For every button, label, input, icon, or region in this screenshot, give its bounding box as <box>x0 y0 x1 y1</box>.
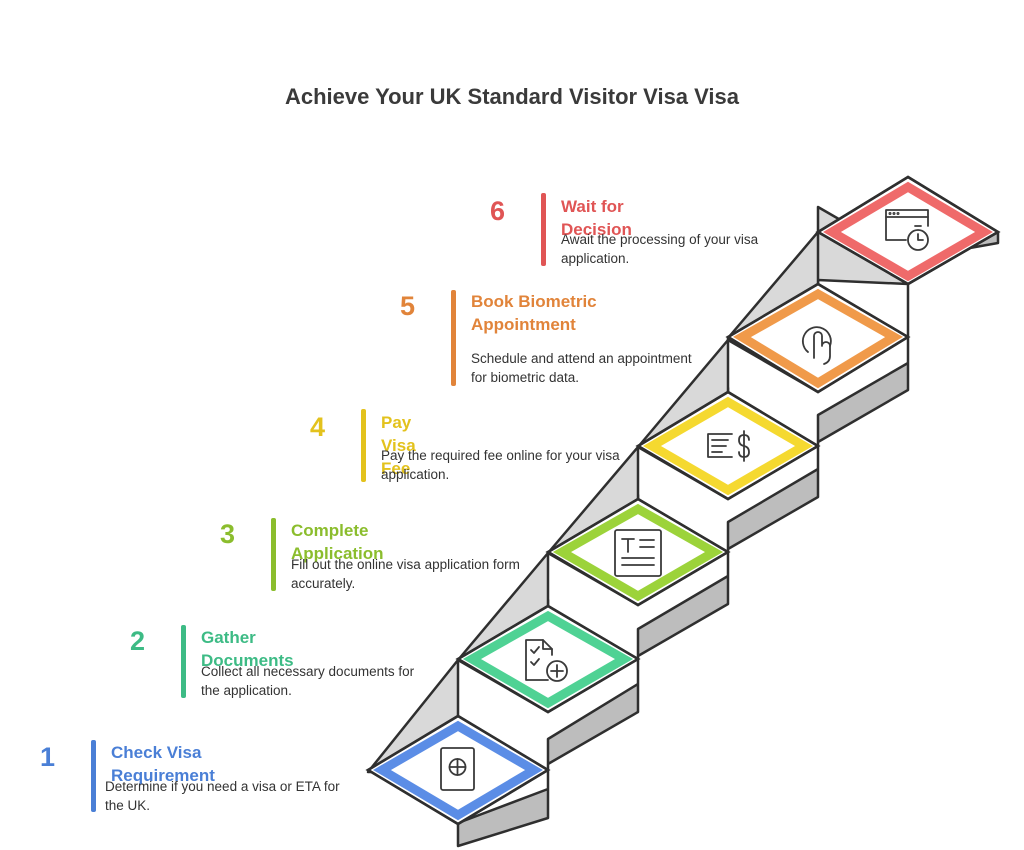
form-icon <box>614 529 662 577</box>
passport-icon <box>440 747 475 791</box>
step-heading: Book Biometric Appointment <box>471 292 597 334</box>
step-accent-bar <box>361 409 366 482</box>
step-number: 6 <box>490 196 506 226</box>
stair-platform-3 <box>545 497 731 607</box>
step-accent-bar <box>451 290 456 386</box>
step-heading: Wait for Decision <box>561 197 632 239</box>
step-description: Schedule and attend an appointment for b… <box>471 351 692 385</box>
browser-timer-icon <box>885 209 929 251</box>
step-heading: Check Visa Requirement <box>111 743 215 785</box>
step-accent-bar <box>271 518 276 591</box>
step-description: Fill out the online visa application for… <box>291 557 520 591</box>
step-accent-bar <box>541 193 546 266</box>
fingerprint-tap-icon <box>801 326 832 365</box>
step-description: Determine if you need a visa or ETA for … <box>105 779 340 813</box>
step-number: 5 <box>400 291 416 321</box>
step-accent-bar <box>181 625 186 698</box>
step-number: 2 <box>130 626 146 656</box>
page-title: Achieve Your UK Standard Visitor Visa Vi… <box>284 84 740 109</box>
step-heading: Gather Documents <box>201 628 294 670</box>
step-number: 4 <box>310 412 326 442</box>
step-description: Await the processing of your visa applic… <box>561 232 759 266</box>
stair-platform-2 <box>455 604 641 714</box>
payment-icon <box>707 430 750 462</box>
step-description: Pay the required fee online for your vis… <box>381 448 620 482</box>
step-heading: Pay Visa Fee <box>381 413 416 478</box>
stair-platform-6 <box>815 175 1001 286</box>
document-add-icon <box>525 639 568 682</box>
step-accent-bar <box>91 740 96 812</box>
stair-platform-4 <box>635 390 821 501</box>
step-number: 3 <box>220 519 236 549</box>
stair-platform-5 <box>725 282 911 394</box>
step-heading: Complete Application <box>291 521 384 563</box>
step-number: 1 <box>40 742 56 772</box>
step-description: Collect all necessary documents for the … <box>201 664 415 698</box>
